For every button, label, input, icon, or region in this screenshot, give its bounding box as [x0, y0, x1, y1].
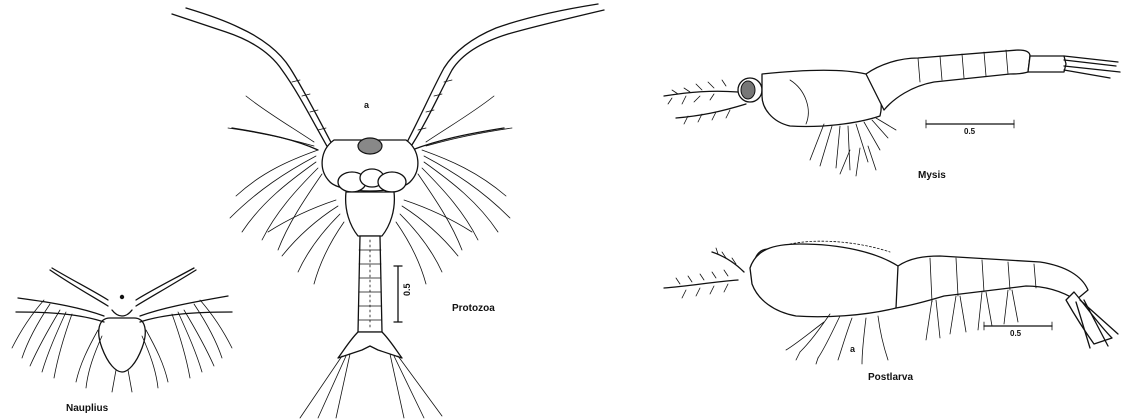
protozoea-marker: a [364, 100, 370, 110]
mysis-drawing [664, 50, 1120, 176]
nauplius-drawing [12, 268, 232, 392]
postlarva-label: Postlarva [868, 372, 913, 383]
protozoea-label: Protozoa [452, 303, 495, 314]
nauplius-label: Nauplius [66, 403, 109, 414]
postlarva-scale-label: 0.5 [1010, 329, 1022, 338]
postlarva-drawing [664, 241, 1118, 364]
protozoea-drawing [172, 4, 604, 418]
postlarva-marker: a [850, 344, 856, 354]
mysis-label: Mysis [918, 170, 946, 181]
mysis-scale-label: 0.5 [964, 127, 976, 136]
protozoea-scale-label: 0.5 [402, 283, 412, 296]
